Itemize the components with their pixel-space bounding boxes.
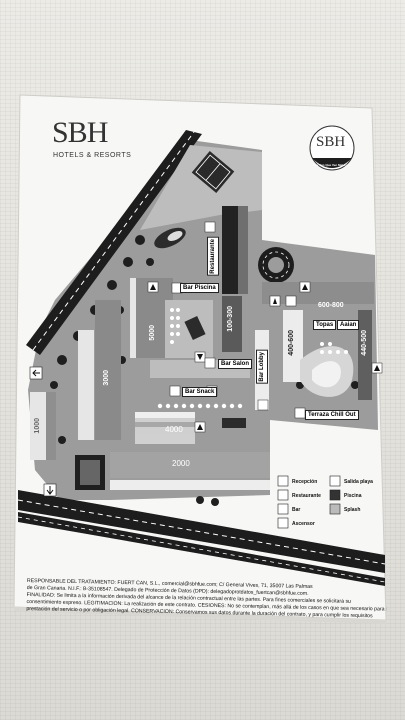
legend-bar: Bar	[292, 507, 301, 513]
label-bar-piscina: Bar Piscina	[180, 283, 219, 293]
badge-seal	[309, 125, 355, 171]
label-topas: Topas	[313, 320, 337, 330]
legend-recepcion: Recepción	[292, 479, 318, 485]
building-2000	[110, 452, 270, 478]
legal-footer: RESPONSABLE DEL TRATAMIENTO: FUERT CAN, …	[26, 578, 387, 621]
building-1000	[30, 392, 46, 460]
building-2000-label: 2000	[172, 459, 190, 468]
label-restaurante: Restaurante	[207, 237, 219, 276]
building-100-300	[222, 296, 242, 352]
building-5000-label: 5000	[149, 325, 156, 341]
restaurant-building	[222, 206, 238, 294]
label-terraza: Terraza Chill Out	[305, 410, 359, 420]
legend-piscina: Piscina	[344, 493, 362, 499]
building-4000-label: 4000	[165, 425, 183, 434]
bottom-road	[17, 490, 386, 586]
roundabout	[258, 247, 294, 283]
building-100-300-label: 100-300	[227, 306, 234, 332]
building-400-600	[283, 310, 303, 382]
legend-salida-playa: Salida playa	[344, 479, 373, 485]
building-440-500	[358, 310, 372, 400]
building-600-800-label: 600-800	[318, 302, 344, 309]
diagonal-road	[26, 130, 202, 355]
label-bar-lobby: Bar Lobby	[256, 350, 268, 384]
building-440-500-label: 440-500	[361, 330, 368, 356]
brand-logo: SBH	[52, 116, 108, 149]
tennis-court	[191, 150, 235, 194]
building-400-600-label: 400-600	[288, 330, 295, 356]
label-bar-salon: Bar Salon	[218, 359, 253, 369]
label-bar-snack: Bar Snack	[182, 387, 218, 397]
badge-caption: Fue Ven Que Vec Mat Crea	[313, 163, 351, 167]
brand-tagline: HOTELS & RESORTS	[53, 152, 132, 159]
building-3000-label: 3000	[103, 370, 110, 386]
label-aaian: Aaian	[337, 320, 360, 330]
legend-splash: Splash	[344, 507, 361, 513]
building-1000-label: 1000	[34, 418, 41, 434]
legend-icons	[277, 475, 341, 529]
building-3000	[95, 300, 121, 440]
badge-logo: SBH	[316, 134, 346, 150]
legend-ascensor: Ascensor	[292, 521, 315, 527]
legend-restaurante: Restaurante	[292, 493, 321, 499]
